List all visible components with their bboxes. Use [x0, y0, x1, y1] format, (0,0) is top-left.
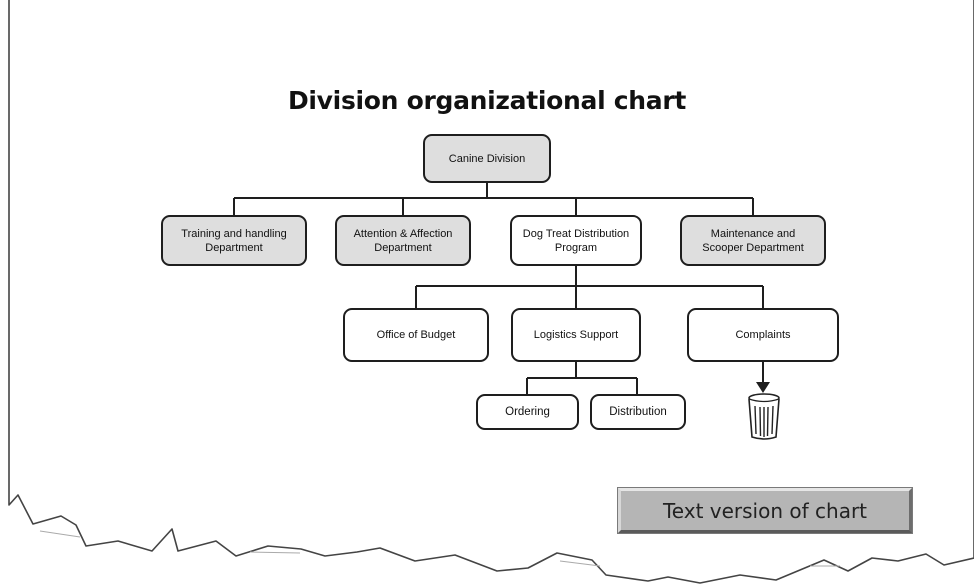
dept-node-label: Attention & Affection Department: [353, 227, 453, 254]
unit-node-logistics-support: Logistics Support: [511, 308, 641, 362]
dept-node-dog-treat-program: Dog Treat Distribution Program: [510, 215, 642, 266]
subunit-node-ordering: Ordering: [476, 394, 579, 430]
root-node-label: Canine Division: [448, 152, 526, 165]
unit-node-label: Complaints: [735, 329, 791, 341]
unit-node-label: Office of Budget: [376, 329, 456, 341]
dept-node-attention: Attention & Affection Department: [335, 215, 471, 266]
unit-node-office-of-budget: Office of Budget: [343, 308, 489, 362]
text-version-button[interactable]: Text version of chart: [617, 487, 913, 534]
unit-node-complaints: Complaints: [687, 308, 839, 362]
root-node-canine-division: Canine Division: [423, 134, 551, 183]
dept-node-maintenance: Maintenance and Scooper Department: [680, 215, 826, 266]
dept-node-label: Training and handling Department: [181, 227, 287, 254]
subunit-node-label: Ordering: [505, 406, 550, 418]
dept-node-label: Maintenance and Scooper Department: [702, 227, 804, 254]
dept-node-label: Dog Treat Distribution Program: [522, 227, 630, 254]
chart-title: Division organizational chart: [287, 86, 687, 115]
subunit-node-label: Distribution: [609, 406, 667, 418]
dept-node-training: Training and handling Department: [161, 215, 307, 266]
subunit-node-distribution: Distribution: [590, 394, 686, 430]
unit-node-label: Logistics Support: [533, 329, 619, 341]
trash-can-icon: [748, 393, 780, 440]
